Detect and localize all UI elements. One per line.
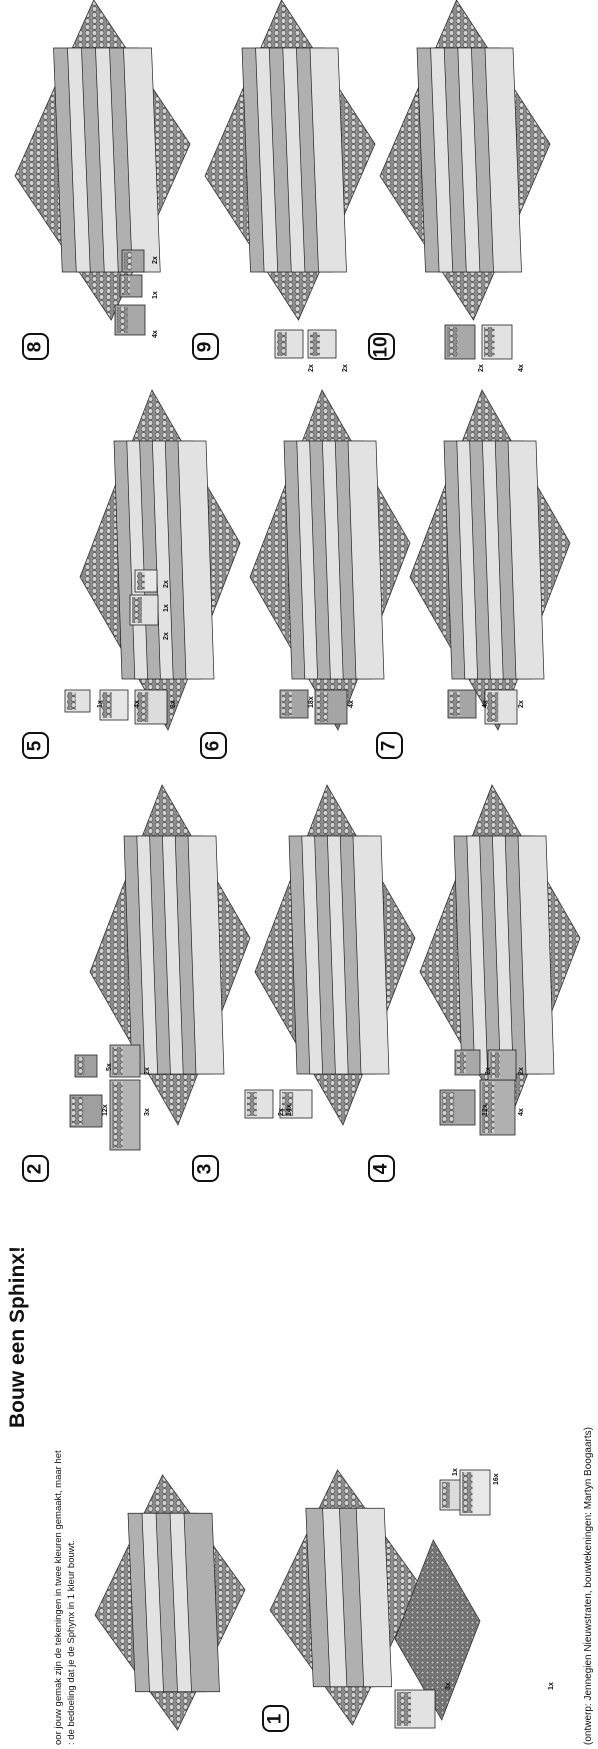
step6-brick-studs [317, 692, 328, 722]
step-number-8: 8 [22, 333, 49, 360]
step2-brick-studs [112, 1047, 123, 1075]
part-count: 2x [144, 1067, 151, 1075]
part-count: 1x [163, 604, 170, 612]
step-number-4: 4 [368, 1155, 395, 1182]
step4-brick-studs [442, 1092, 454, 1123]
step3-brick-studs [247, 1092, 257, 1116]
credits: (ontwerp: Jennegien Nieuwstraten, bouwte… [583, 1427, 594, 1745]
part-count: 4x [518, 1108, 525, 1116]
part-count: 4x [152, 330, 159, 338]
step-number-7: 7 [376, 732, 403, 759]
part-count: 4x [348, 700, 355, 708]
step9-brick-studs [310, 332, 320, 356]
step1-brick-16x-studs [462, 1472, 473, 1513]
part-count: 1x [548, 1682, 555, 1690]
part-count: 5x [106, 1063, 113, 1071]
step-number-6: 6 [200, 732, 227, 759]
part-count: 2x [518, 700, 525, 708]
step10-brick-studs [447, 327, 458, 357]
part-count: 1x [452, 1468, 459, 1476]
part-count: 2x [342, 364, 349, 372]
part-count: 2x [518, 1067, 525, 1075]
step1-brick-3x-studs [397, 1692, 411, 1726]
step-number-5: 5 [22, 732, 49, 759]
part-count: 1x [152, 291, 159, 299]
step8-brick-studs [117, 307, 128, 333]
step5-brick-studs [67, 692, 76, 710]
step2-brick-studs [112, 1082, 123, 1148]
step-number-3: 3 [192, 1155, 219, 1182]
intro-line-2: : de bedoeling dat je de Sphynx in 1 kle… [66, 1540, 78, 1745]
step-number-2: 2 [22, 1155, 49, 1182]
part-count: 12x [482, 1104, 489, 1116]
part-count: 4x [518, 364, 525, 372]
part-count: 16x [493, 1473, 500, 1485]
part-count: 2x [308, 364, 315, 372]
part-count: 4x [134, 700, 141, 708]
part-count: 2x [163, 580, 170, 588]
step9-brick-studs [277, 332, 287, 356]
part-count: 14x [286, 1104, 293, 1116]
step6-brick-studs [282, 692, 292, 716]
step5-brick-studs [137, 572, 145, 590]
step5-brick-studs [132, 597, 142, 623]
part-count: 8x [170, 700, 177, 708]
intro-line-1: oor jouw gemak zijn de tekeningen in twe… [53, 1450, 65, 1745]
step2-brick-studs [77, 1057, 85, 1075]
part-count: 4x [482, 700, 489, 708]
part-count: 2x [163, 632, 170, 640]
part-count: 2x [478, 364, 485, 372]
part-count: 2x [485, 1067, 492, 1075]
step-number-1: 1 [262, 1705, 289, 1732]
part-count: 3x [144, 1108, 151, 1116]
page-title: Bouw een Sphinx! [6, 1246, 30, 1428]
step-number-10: 10 [368, 333, 395, 360]
step4-brick-studs [457, 1052, 466, 1073]
step8-brick-studs [122, 277, 130, 295]
step7-brick-studs [450, 692, 460, 716]
part-count: 12x [102, 1104, 109, 1116]
step-number-9: 9 [192, 333, 219, 360]
step2-brick-studs [72, 1097, 83, 1125]
part-count: 2x [152, 256, 159, 264]
step1-brick-1x-studs [442, 1482, 450, 1508]
step8-brick-studs [124, 252, 132, 270]
part-count: 3x [445, 1682, 452, 1690]
part-count: 2x [278, 1108, 285, 1116]
part-count: 1x [97, 700, 104, 708]
part-count: 18x [308, 696, 315, 708]
step10-brick-studs [484, 327, 495, 357]
